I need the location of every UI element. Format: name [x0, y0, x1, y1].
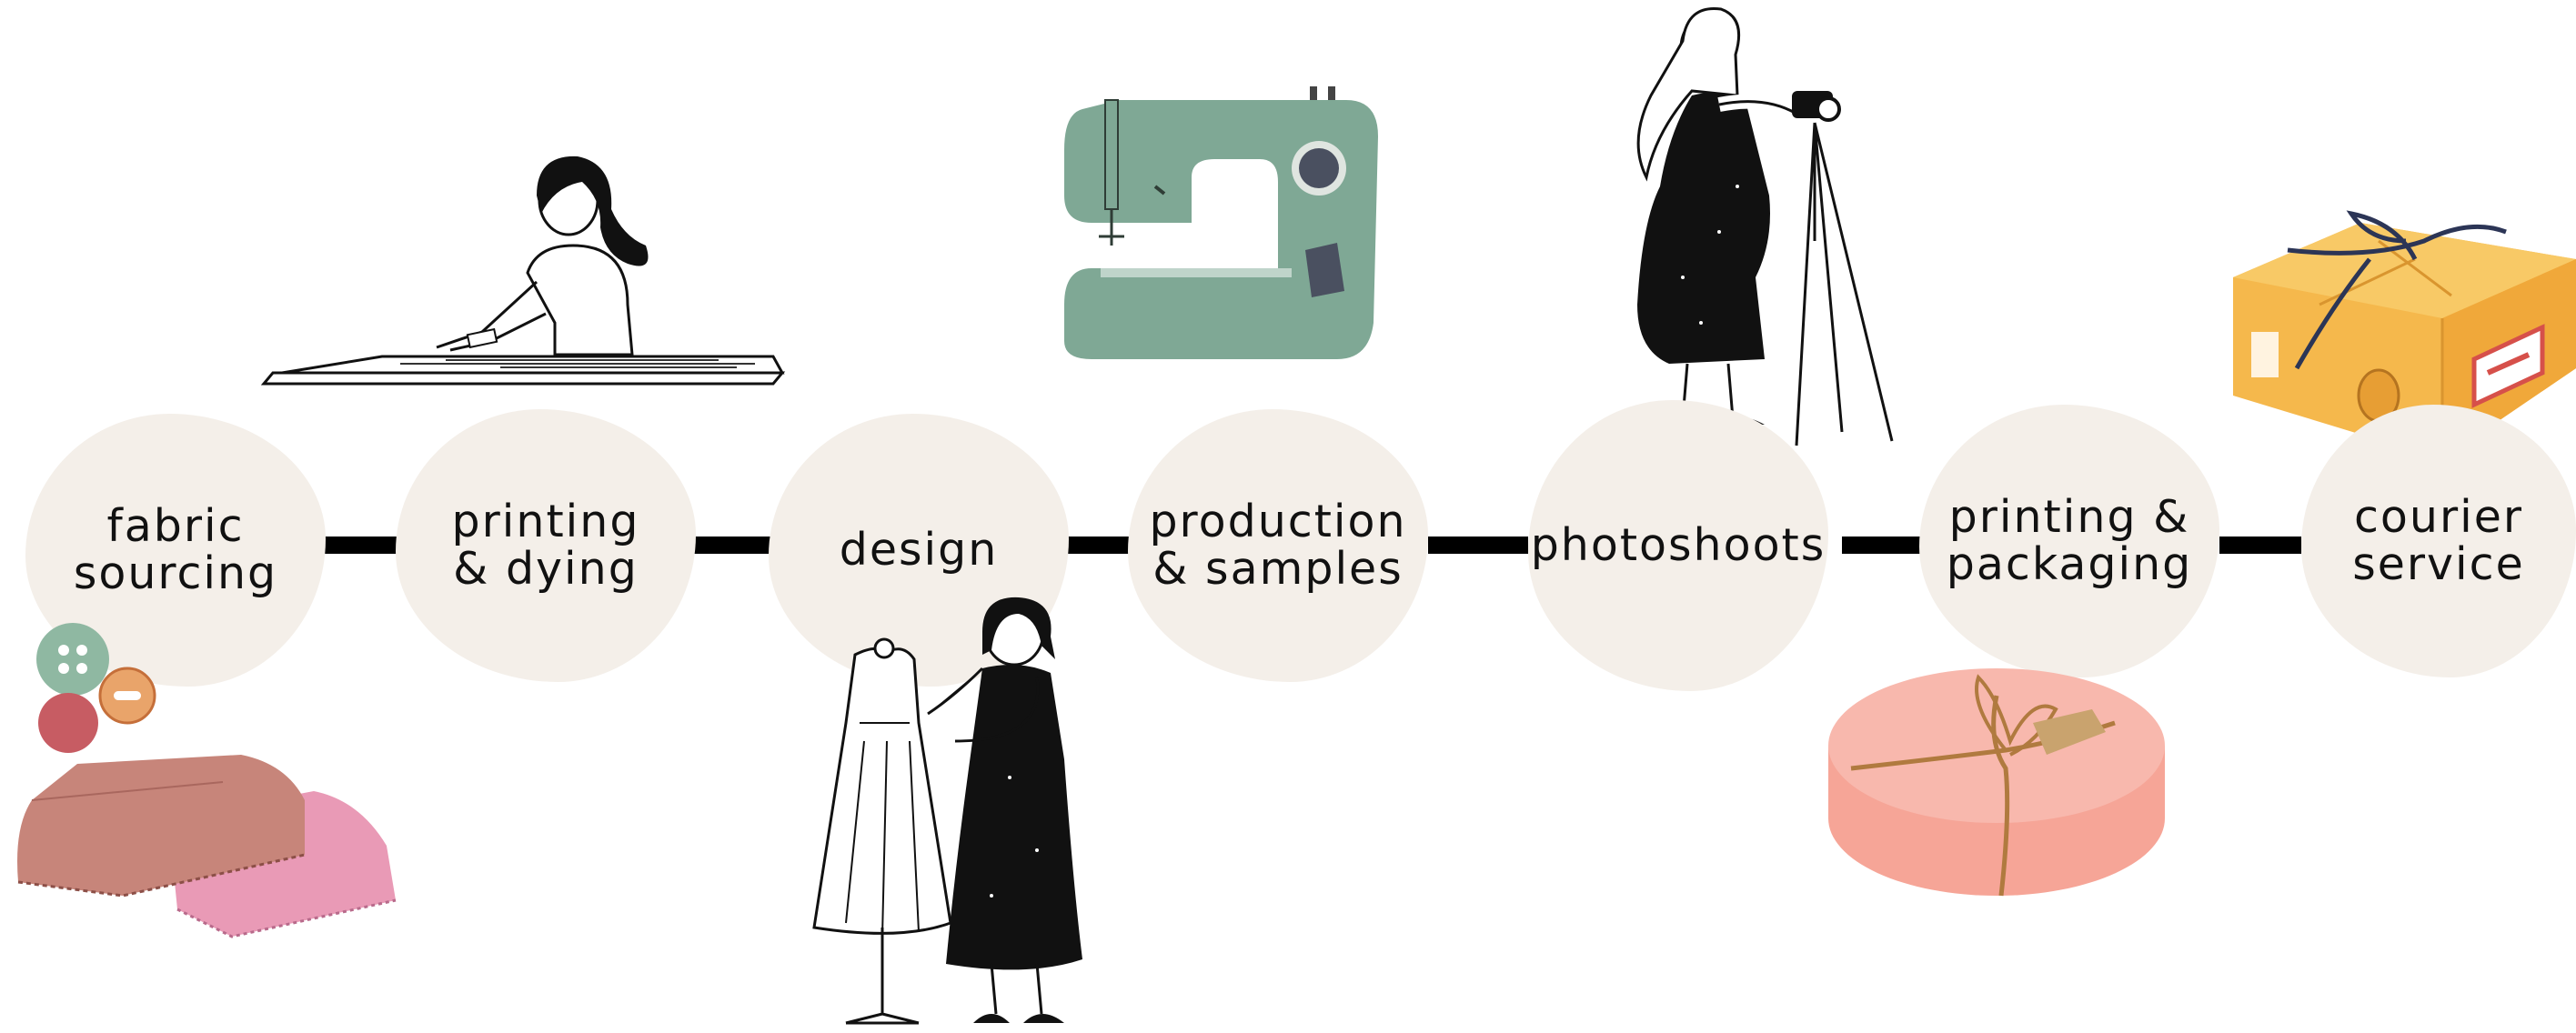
dress-form-designer-icon: [810, 596, 1110, 1033]
folded-fabric-icon: [14, 746, 396, 941]
step-photoshoots: photoshoots: [1528, 400, 1828, 691]
step-label: printing & dying: [452, 498, 640, 593]
step-label: courier service: [2352, 494, 2525, 588]
step-production-samples: production & samples: [1128, 409, 1428, 682]
connector-4: [1428, 537, 1528, 554]
step-courier-service: courier service: [2301, 405, 2576, 677]
step-printing-dying: printing & dying: [396, 409, 696, 682]
gift-box-icon: [1824, 668, 2169, 900]
sewing-machine-icon: [1055, 86, 1383, 364]
step-label: fabric sourcing: [74, 503, 277, 597]
step-label: production & samples: [1149, 498, 1406, 593]
photographer-tripod-icon: [1619, 5, 1919, 450]
step-label: design: [840, 527, 999, 574]
step-label: printing & packaging: [1947, 494, 2193, 588]
step-label: photoshoots: [1531, 522, 1826, 569]
buttons-icon: [27, 618, 164, 759]
connector-6: [2219, 537, 2301, 554]
connector-3: [1064, 537, 1137, 554]
step-printing-packaging: printing & packaging: [1919, 405, 2219, 677]
connector-5: [1842, 537, 1928, 554]
woman-cutting-fabric-icon: [264, 145, 791, 391]
